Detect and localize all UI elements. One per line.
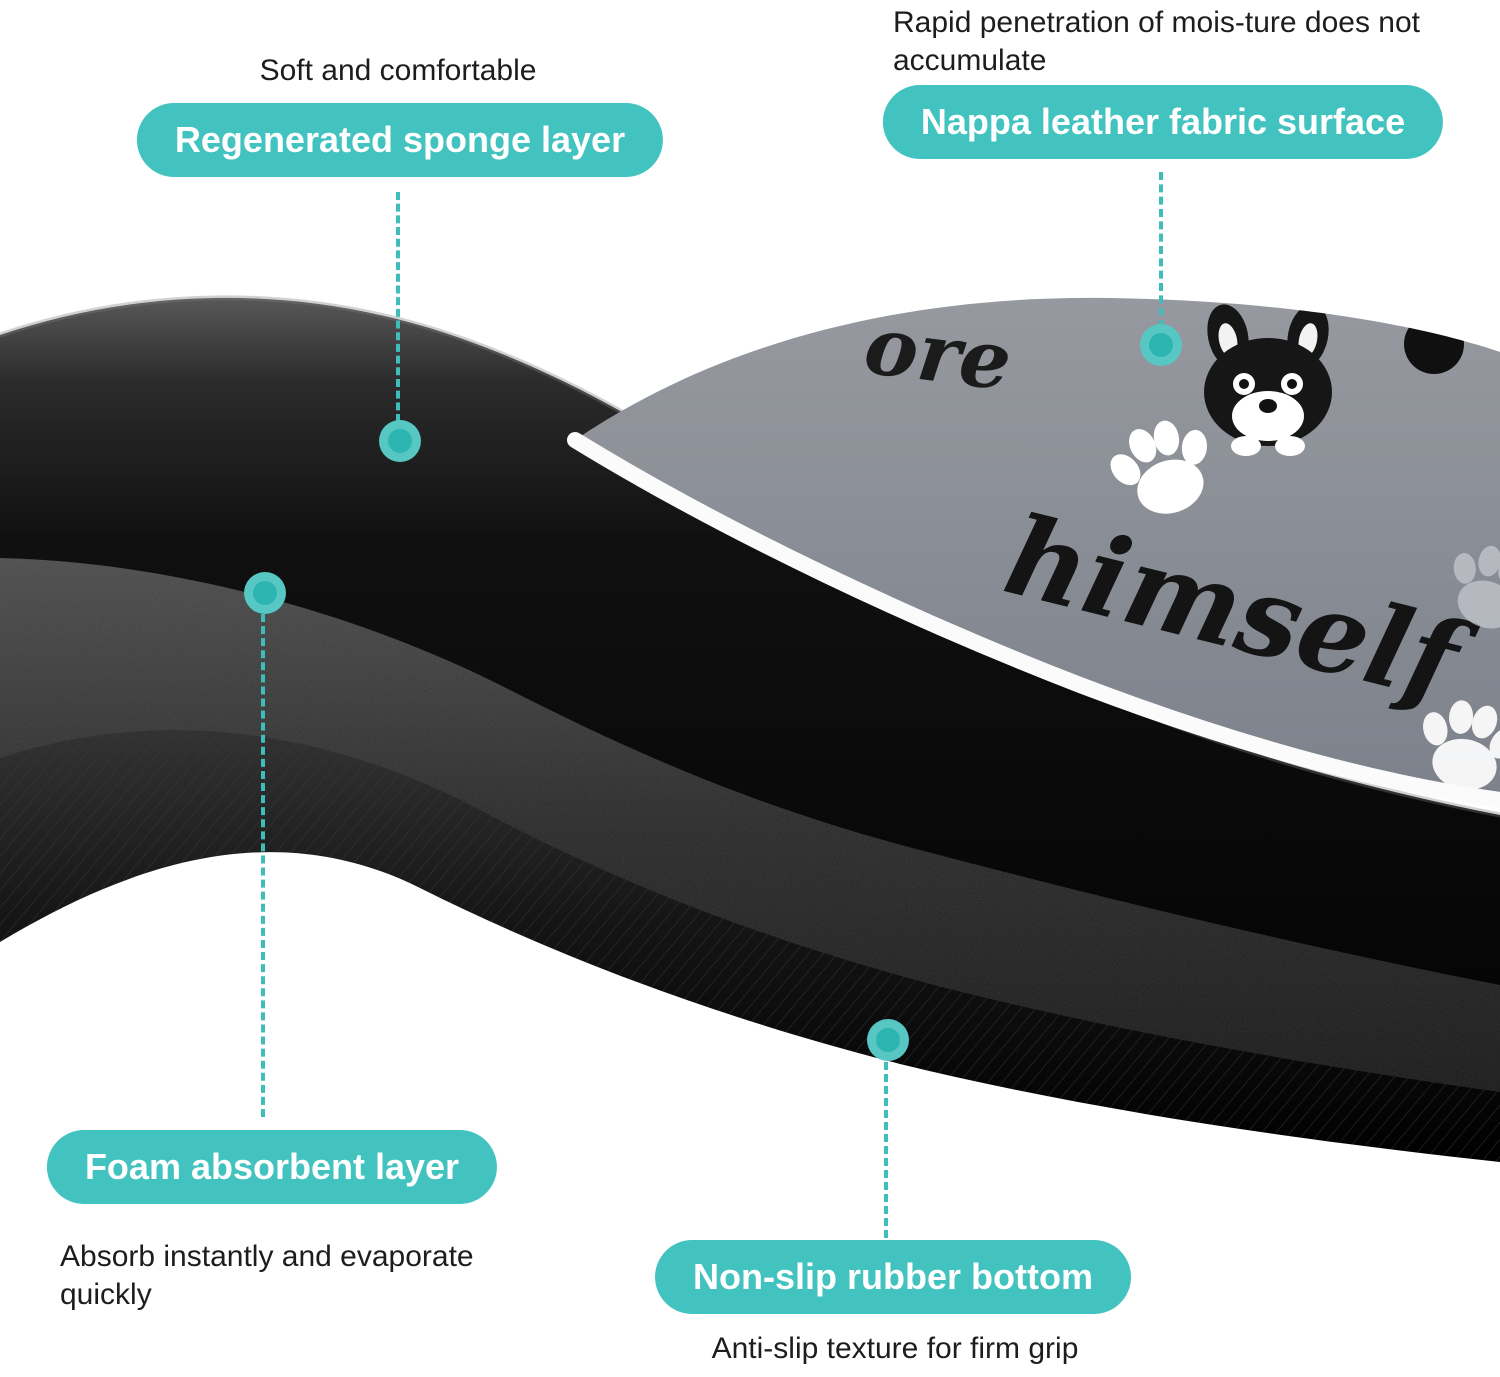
sponge-note: Soft and comfortable (259, 54, 537, 87)
sponge-badge: Regenerated sponge layer (136, 103, 664, 177)
white-edge-binding (567, 432, 1500, 808)
foam-badge: Foam absorbent layer (46, 1130, 498, 1204)
rubber-connector-line (884, 1062, 888, 1238)
print-word-fragment: ore (860, 298, 1017, 409)
fabric-note: Rapid penetration of mois-ture does not … (893, 6, 1420, 78)
fabric-badge: Nappa leather fabric surface (882, 85, 1444, 159)
dog-icon (1204, 304, 1332, 456)
sponge-callout-dot (379, 420, 421, 462)
foam-connector-line (261, 614, 265, 1117)
rubber-badge: Non-slip rubber bottom (655, 1240, 1131, 1314)
foam-callout-dot (244, 572, 286, 614)
fabric-callout-dot (1140, 324, 1182, 366)
fabric-surface: ore himself (567, 297, 1500, 808)
rubber-callout-dot (867, 1019, 909, 1061)
ball-icon (1404, 314, 1464, 374)
foam-note: Absorb instantly and evaporate quickly (60, 1240, 474, 1312)
sponge-connector-line (396, 192, 400, 422)
rubber-note: Anti-slip texture for firm grip (711, 1332, 1079, 1365)
fabric-connector-line (1159, 172, 1163, 328)
